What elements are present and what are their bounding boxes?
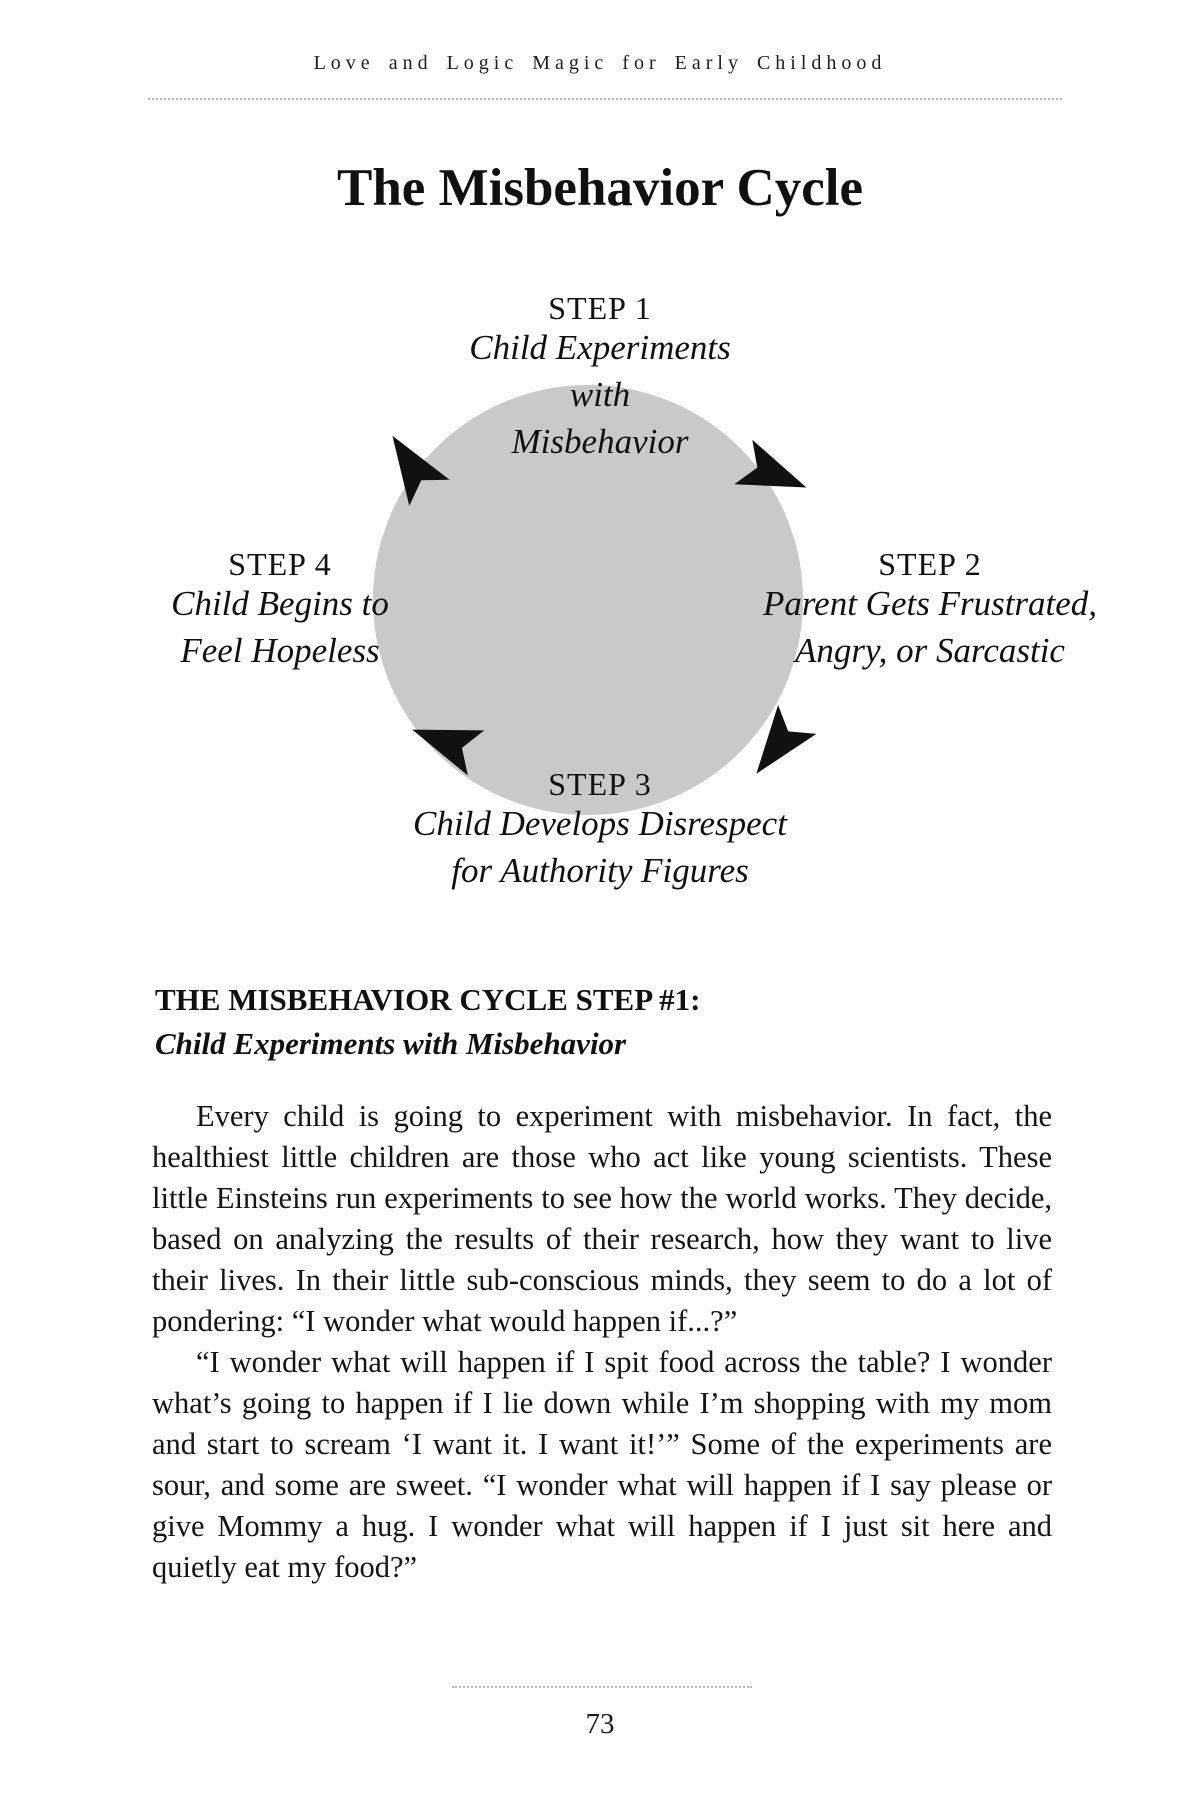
step-3-label: STEP 3 bbox=[548, 766, 652, 802]
step-4-line: Child Begins to bbox=[171, 584, 389, 623]
cycle-step-2: STEP 2 Parent Gets Frustrated, Angry, or… bbox=[650, 548, 1200, 674]
step-3-line: Child Develops Disrespect bbox=[413, 804, 787, 843]
page-number: 73 bbox=[585, 1708, 615, 1740]
step-2-line: Angry, or Sarcastic bbox=[795, 631, 1065, 670]
cycle-step-1: STEP 1 Child Experiments with Misbehavio… bbox=[300, 292, 900, 465]
body-paragraph: “I wonder what will happen if I spit foo… bbox=[152, 1345, 1052, 1584]
section-heading: THE MISBEHAVIOR CYCLE STEP #1: bbox=[155, 982, 701, 1017]
step-3-line: for Authority Figures bbox=[451, 851, 749, 890]
step-1-line: Child Experiments bbox=[469, 328, 731, 367]
step-2-line: Parent Gets Frustrated, bbox=[762, 584, 1098, 623]
misbehavior-cycle-diagram: STEP 1 Child Experiments with Misbehavio… bbox=[0, 290, 1200, 930]
body-text: Every child is going to experiment with … bbox=[152, 1096, 1052, 1588]
header-divider bbox=[148, 98, 1062, 100]
step-4-label: STEP 4 bbox=[228, 546, 332, 582]
section-subheading: Child Experiments with Misbehavior bbox=[155, 1026, 627, 1061]
step-4-line: Feel Hopeless bbox=[180, 631, 380, 670]
step-1-line: with bbox=[569, 375, 631, 414]
footer-divider bbox=[452, 1686, 752, 1688]
page-title: The Misbehavior Cycle bbox=[336, 159, 864, 217]
running-head: Love and Logic Magic for Early Childhood bbox=[313, 52, 887, 74]
body-paragraph: Every child is going to experiment with … bbox=[152, 1099, 1052, 1338]
step-2-label: STEP 2 bbox=[878, 546, 982, 582]
step-1-line: Misbehavior bbox=[511, 422, 689, 461]
cycle-step-4: STEP 4 Child Begins to Feel Hopeless bbox=[0, 548, 560, 674]
cycle-step-3: STEP 3 Child Develops Disrespect for Aut… bbox=[180, 768, 1020, 894]
step-1-label: STEP 1 bbox=[548, 290, 652, 326]
